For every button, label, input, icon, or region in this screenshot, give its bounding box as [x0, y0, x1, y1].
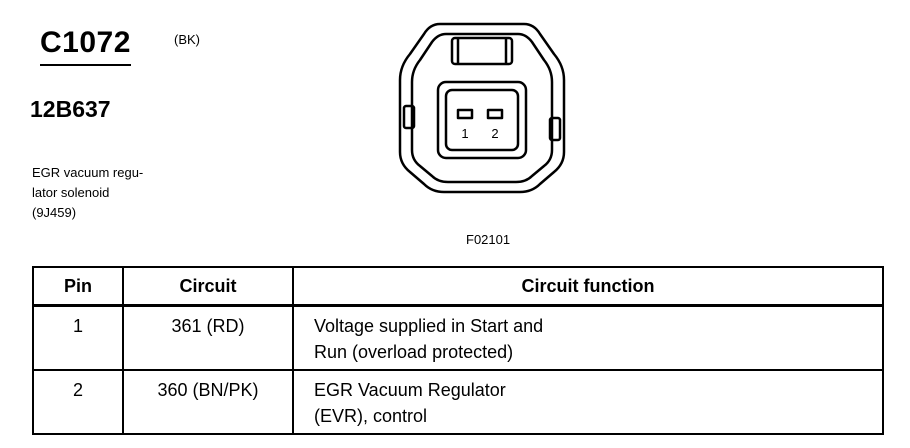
component-desc-line: lator solenoid — [32, 185, 110, 200]
pin-2-label: 2 — [491, 126, 498, 141]
figure-id: F02101 — [466, 232, 511, 247]
header-pin: Pin — [32, 266, 124, 307]
table-row: 1 361 (RD) Voltage supplied in Start and… — [32, 304, 884, 371]
terminal-cavity-outer — [436, 80, 528, 160]
connector-face-diagram: 1 2 — [398, 22, 566, 194]
header-circuit-function: Circuit function — [292, 266, 884, 307]
table-header-row: Pin Circuit Circuit function — [32, 266, 884, 307]
function-line: (EVR), control — [314, 406, 428, 426]
pin-2-terminal — [486, 108, 504, 120]
cell-circuit: 361 (RD) — [122, 304, 294, 371]
pin-1-label: 1 — [461, 126, 468, 141]
connector-outer-shell — [398, 22, 566, 194]
pin-1-terminal — [456, 108, 474, 120]
connector-inner-shell — [410, 32, 554, 184]
cell-circuit-function: Voltage supplied in Start and Run (overl… — [292, 304, 884, 371]
connector-id: C1072 — [40, 24, 131, 66]
cell-circuit-function: EGR Vacuum Regulator (EVR), control — [292, 369, 884, 435]
locking-tab — [450, 36, 514, 66]
component-desc-line: (9J459) — [32, 205, 77, 220]
header-circuit: Circuit — [122, 266, 294, 307]
left-latch — [402, 104, 416, 130]
cell-pin: 1 — [32, 304, 124, 371]
part-number: 12B637 — [30, 96, 111, 122]
function-line: Voltage supplied in Start and — [314, 316, 544, 336]
pinout-table: Pin Circuit Circuit function 1 361 (RD) … — [32, 266, 884, 435]
cell-pin: 2 — [32, 369, 124, 435]
cell-circuit: 360 (BN/PK) — [122, 369, 294, 435]
function-line: Run (overload protected) — [314, 342, 514, 362]
terminal-cavity-inner — [444, 88, 520, 152]
connector-color: (BK) — [174, 32, 200, 47]
function-line: EGR Vacuum Regulator — [314, 380, 506, 400]
right-latch — [548, 116, 562, 142]
component-description: EGR vacuum regu- lator solenoid (9J459) — [32, 163, 143, 223]
table-row: 2 360 (BN/PK) EGR Vacuum Regulator (EVR)… — [32, 369, 884, 435]
component-desc-line: EGR vacuum regu- — [32, 165, 144, 180]
